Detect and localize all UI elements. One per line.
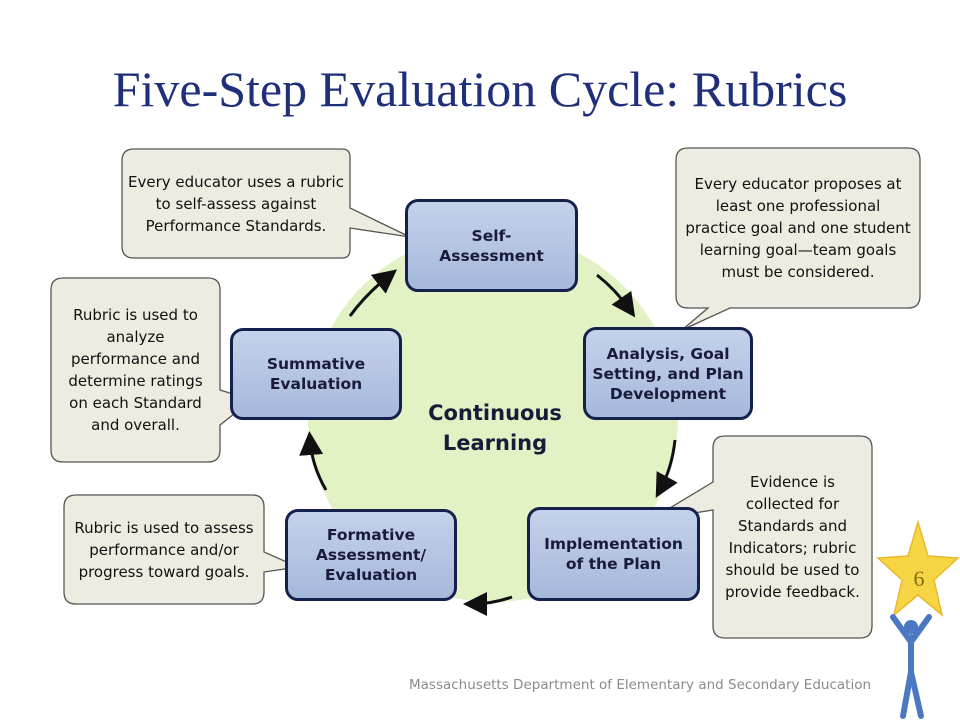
star-icon — [876, 519, 960, 617]
slide-title: Five-Step Evaluation Cycle: Rubrics — [112, 61, 848, 117]
step-formative-assessment: Formative Assessment/ Evaluation — [285, 509, 457, 601]
footer-text: Massachusetts Department of Elementary a… — [409, 677, 872, 693]
callout-implementation: Evidence is collected for Standards and … — [725, 473, 860, 601]
callout-bubble-self-assessment — [121, 148, 411, 259]
step-analysis-goal-setting: Analysis, Goal Setting, and Plan Develop… — [583, 327, 753, 420]
step-implementation: Implementation of the Plan — [527, 507, 700, 601]
callout-bubble-analysis — [675, 147, 921, 331]
callout-bubble-formative — [63, 494, 301, 605]
arrow-analysis-to-implementation — [655, 439, 678, 498]
person-icon — [890, 614, 932, 719]
callout-analysis: Every educator proposes at least one pro… — [685, 175, 911, 281]
callout-self-assessment: Every educator uses a rubric to self-ass… — [128, 172, 344, 235]
step-summative-evaluation: Summative Evaluation — [230, 328, 402, 420]
arrow-formative-to-summative — [299, 431, 328, 491]
arrow-implementation-to-formative — [463, 591, 513, 616]
arrow-summative-to-self — [348, 269, 398, 317]
callout-summative: Rubric is used to analyze performance an… — [68, 306, 203, 434]
arrow-self-to-analysis — [596, 273, 636, 318]
page-number: 6 — [913, 566, 925, 591]
callout-bubble-summative — [50, 277, 254, 463]
center-label: Continuous Learning — [428, 401, 562, 455]
step-self-assessment: Self- Assessment — [405, 199, 578, 292]
callout-bubble-implementation — [649, 435, 873, 639]
callout-formative: Rubric is used to assess performance and… — [74, 518, 254, 581]
